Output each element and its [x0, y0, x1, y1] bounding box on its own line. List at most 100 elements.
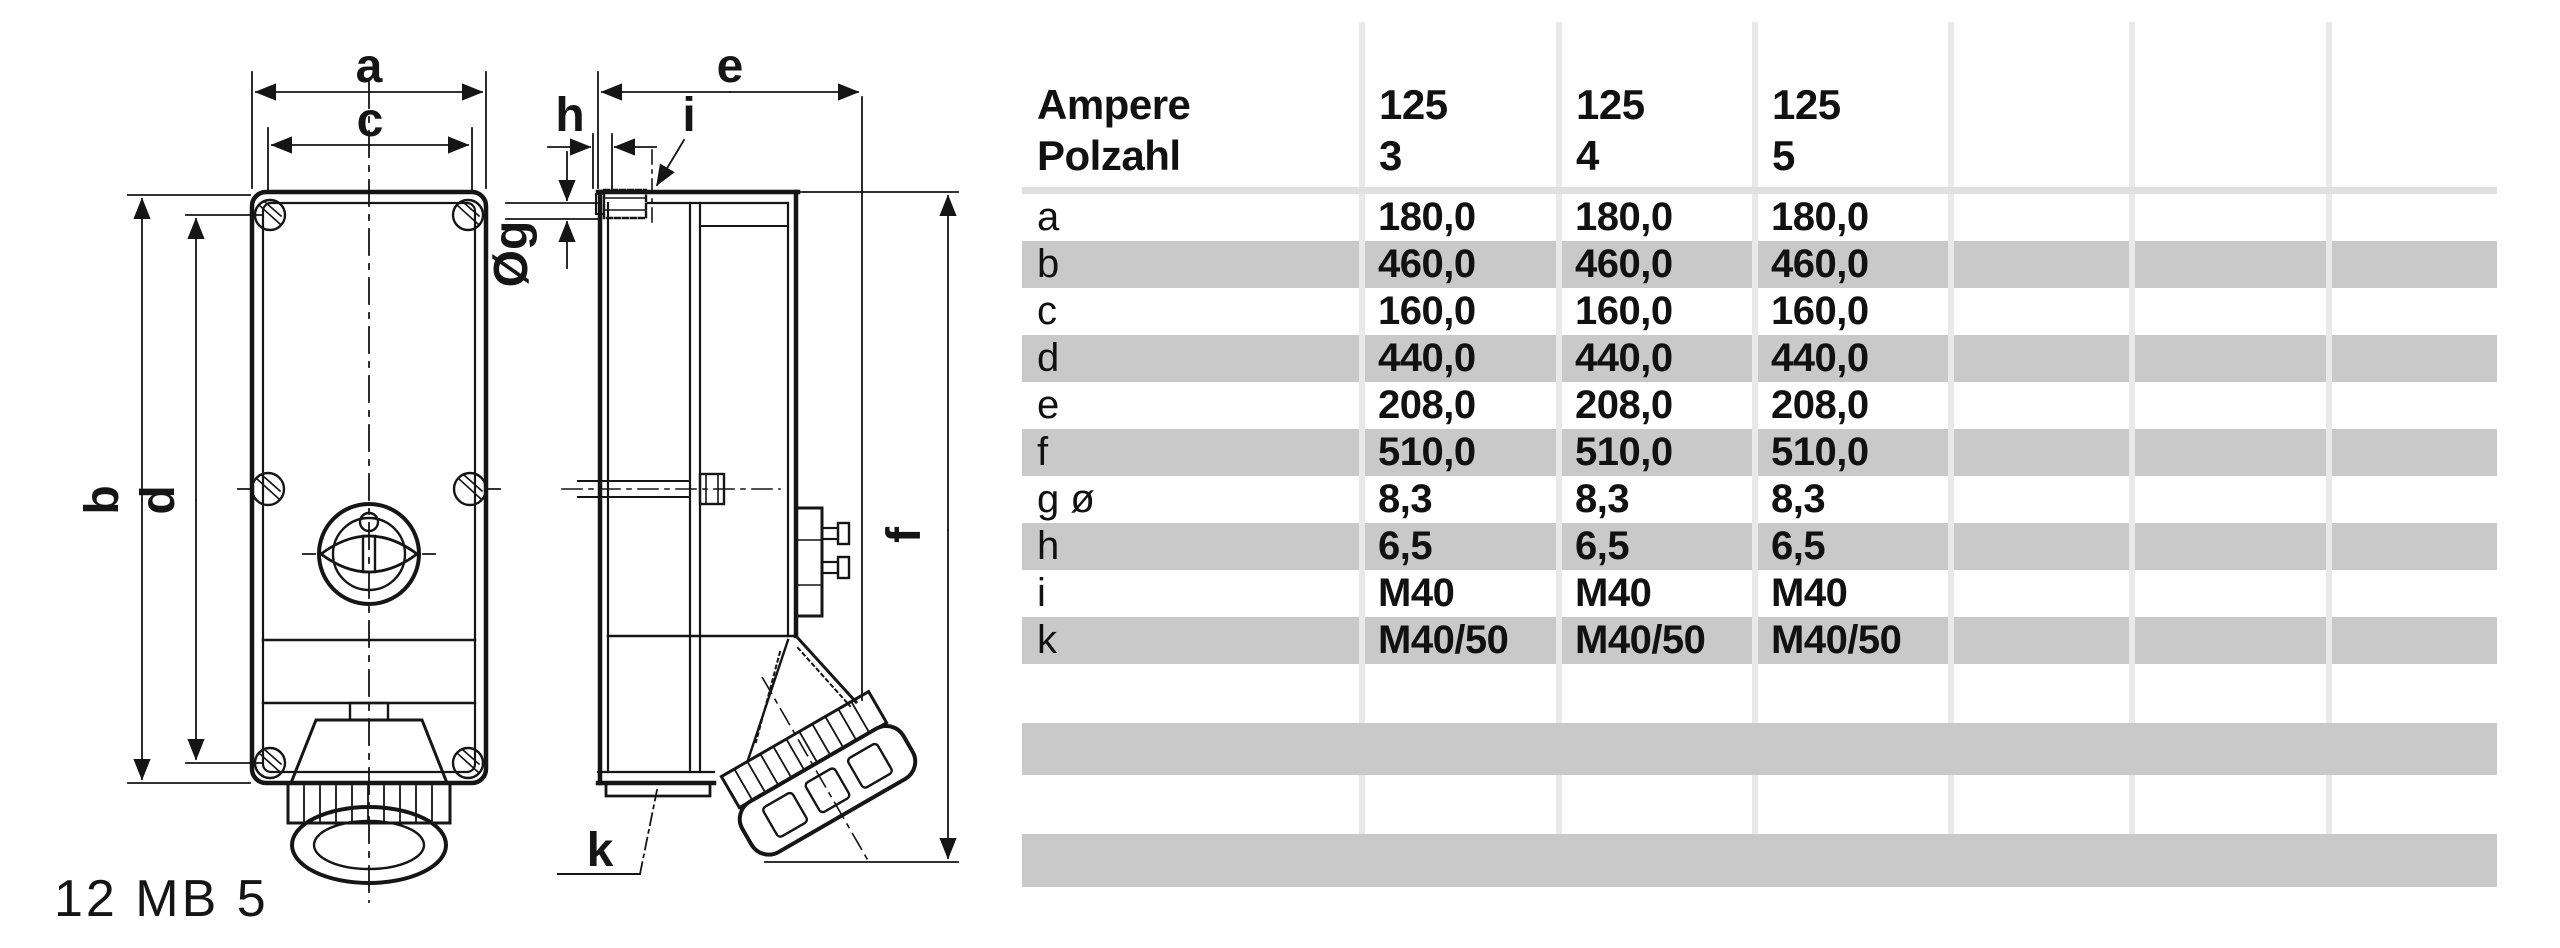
side-view: [505, 71, 959, 876]
cell-value: [1954, 288, 2129, 335]
cell-value: 6,5: [1758, 523, 1948, 570]
empty-row-band: [1022, 834, 2497, 887]
header-label: Ampere: [1037, 80, 1191, 128]
header-cell: 125 5: [1758, 22, 1948, 187]
row-label: h: [1022, 523, 1359, 570]
cell-value: 440,0: [1365, 335, 1556, 382]
cell-value: [2332, 241, 2497, 288]
table-row: b 460,0 460,0 460,0: [1022, 241, 2497, 288]
dim-label-f: f: [878, 526, 931, 543]
cell-value: [1954, 570, 2129, 617]
row-label: g ø: [1022, 476, 1359, 523]
row-label: f: [1022, 429, 1359, 476]
header-label: Polzahl: [1037, 131, 1181, 179]
dim-label-g: Øg: [485, 221, 538, 288]
cell-value: 160,0: [1365, 288, 1556, 335]
table-row: k M40/50 M40/50 M40/50: [1022, 617, 2497, 664]
row-label: d: [1022, 335, 1359, 382]
row-label: b: [1022, 241, 1359, 288]
cell-value: [2332, 288, 2497, 335]
cell-value: [1954, 523, 2129, 570]
cell-value: 460,0: [1562, 241, 1752, 288]
cell-value: [2135, 194, 2326, 241]
dim-label-b: b: [76, 485, 129, 514]
row-label: k: [1022, 617, 1359, 664]
dim-label-k: k: [587, 824, 614, 877]
cell-value: M40: [1365, 570, 1556, 617]
cell-value: 8,3: [1562, 476, 1752, 523]
table-row: i M40 M40 M40: [1022, 570, 2497, 617]
header-value: 125: [1379, 80, 1448, 128]
cell-value: 208,0: [1758, 382, 1948, 429]
cell-value: 510,0: [1758, 429, 1948, 476]
cell-value: [2135, 617, 2326, 664]
cell-value: 208,0: [1562, 382, 1752, 429]
cell-value: [2332, 523, 2497, 570]
cell-value: 6,5: [1365, 523, 1556, 570]
cell-value: M40/50: [1365, 617, 1556, 664]
header-cell: [2135, 22, 2326, 187]
cell-value: 208,0: [1365, 382, 1556, 429]
cell-value: 8,3: [1758, 476, 1948, 523]
cell-value: [1954, 617, 2129, 664]
header-cell: [2332, 22, 2497, 187]
cell-value: M40: [1758, 570, 1948, 617]
cell-value: [2332, 429, 2497, 476]
cell-value: 510,0: [1365, 429, 1556, 476]
front-view: [127, 71, 501, 903]
cell-value: [2332, 335, 2497, 382]
header-cell: Ampere Polzahl: [1022, 22, 1359, 187]
cell-value: 440,0: [1758, 335, 1948, 382]
table-row: d 440,0 440,0 440,0: [1022, 335, 2497, 382]
row-label: i: [1022, 570, 1359, 617]
dim-label-c: c: [357, 94, 384, 147]
dim-label-a: a: [356, 40, 383, 93]
dim-label-d: d: [132, 485, 185, 514]
header-cell: [1954, 22, 2129, 187]
cell-value: [2135, 523, 2326, 570]
cell-value: [2135, 241, 2326, 288]
cell-value: [2332, 570, 2497, 617]
header-value: 125: [1576, 80, 1645, 128]
technical-drawing: a c b d e h i Øg f k 12 MB 5: [54, 40, 959, 928]
cell-value: [2135, 429, 2326, 476]
cell-value: [2135, 382, 2326, 429]
table-row: g ø 8,3 8,3 8,3: [1022, 476, 2497, 523]
cell-value: 6,5: [1562, 523, 1752, 570]
cell-value: [1954, 241, 2129, 288]
cell-value: [2135, 570, 2326, 617]
cell-value: M40/50: [1758, 617, 1948, 664]
dimension-table: Ampere Polzahl 125 3 125 4 125 5 a 180,0: [1022, 22, 2497, 887]
cell-value: [2332, 194, 2497, 241]
header-cell: 125 4: [1562, 22, 1752, 187]
dim-label-e: e: [717, 40, 744, 93]
cell-value: M40: [1562, 570, 1752, 617]
header-cell: 125 3: [1365, 22, 1556, 187]
cell-value: [2135, 335, 2326, 382]
row-label: c: [1022, 288, 1359, 335]
cell-value: [2135, 288, 2326, 335]
rotary-switch: [302, 502, 436, 606]
cell-value: 8,3: [1365, 476, 1556, 523]
dim-label-h: h: [555, 89, 584, 142]
empty-row: [1022, 664, 2497, 723]
socket-outlet-front: [286, 701, 452, 885]
empty-row-band: [1022, 723, 2497, 775]
header-value: 3: [1379, 131, 1402, 179]
cell-value: [1954, 194, 2129, 241]
terminal-box: [794, 506, 851, 618]
cell-value: 510,0: [1562, 429, 1752, 476]
cell-value: 440,0: [1562, 335, 1752, 382]
cell-value: 180,0: [1758, 194, 1948, 241]
table-row: c 160,0 160,0 160,0: [1022, 288, 2497, 335]
header-value: 125: [1772, 80, 1841, 128]
mounting-screws: [237, 198, 501, 780]
cell-value: [1954, 476, 2129, 523]
cell-value: 460,0: [1365, 241, 1556, 288]
cell-value: [2332, 382, 2497, 429]
empty-row: [1022, 775, 2497, 834]
cell-value: [2332, 476, 2497, 523]
table-row: a 180,0 180,0 180,0: [1022, 194, 2497, 241]
header-value: 5: [1772, 131, 1795, 179]
